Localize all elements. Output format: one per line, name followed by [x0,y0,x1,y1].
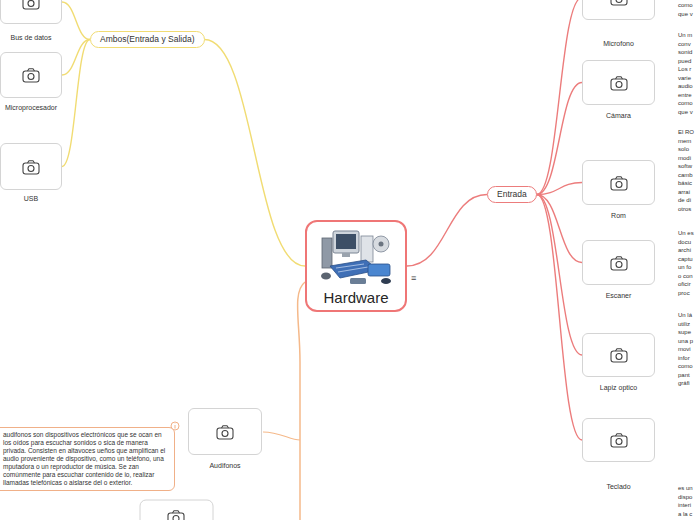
camera-icon [22,159,40,175]
image-frame [582,333,655,377]
card-label: Microprocesador [5,103,57,112]
card-label: Bus de datos [11,33,52,42]
note-text: audifonos son dispositivos electrónicos … [3,431,166,487]
card-label: Microfono [603,39,634,48]
camera-icon [610,255,628,271]
branch-connector [407,195,487,267]
card-description: El RO mem solo modi softw camb básic arr… [678,128,695,213]
topic-label: Entrada [497,189,527,200]
card-description: como que v [678,1,695,18]
camera-icon [610,432,628,448]
image-card: EscanerUn es docu archi captu un fo o co… [582,240,655,285]
image-card: Audifonos [188,408,262,455]
card-label: Audifonos [209,461,240,470]
card-label: Escaner [606,291,632,300]
camera-icon [610,75,628,91]
card-label: Rom [611,211,626,220]
branch-line [298,282,305,520]
card-label: Lapiz optico [600,383,637,392]
branch-connector [62,2,90,40]
image-card: RomEl RO mem solo modi softw camb básic … [582,160,655,205]
branch-connector [205,40,306,267]
card-description: es un dispo interi a la c [678,484,695,518]
hardware-illustration [321,228,393,284]
card-label: Cámara [606,111,631,120]
image-card: Bus de datos [0,0,62,24]
topic-label: Ambos(Entrada y Salida) [100,34,195,45]
image-card: Microfonocomo que v [582,0,655,20]
branch-connector [537,83,582,195]
camera-icon [22,67,40,83]
branch-connector [537,183,582,195]
camera-icon [168,511,184,520]
image-card: Lapiz opticoUn lá utiliz supe una p movi… [582,333,655,377]
branch-connector [62,40,90,167]
note-box: audifonos son dispositivos electrónicos … [0,427,175,491]
image-frame [0,143,62,190]
card-description: Un lá utiliz supe una p movi infor como … [678,311,695,388]
info-dot [175,423,176,428]
branch-topic: Ambos(Entrada y Salida) [90,31,205,48]
branch-connector [537,0,582,195]
branch-connector [537,195,582,356]
image-frame [582,418,655,462]
image-card: USB [0,143,62,190]
topic-title: Hardware [307,289,405,306]
menu-glyph: ≡ [411,273,416,283]
image-card [140,500,213,520]
card-label: Teclado [606,482,630,491]
card-description: Un es docu archi captu un fo o con ofici… [678,229,695,297]
camera-icon [610,347,628,363]
image-frame [582,60,655,105]
branch-topic: Entrada [487,186,537,203]
central-topic: Hardware [305,220,407,312]
camera-icon [610,175,628,191]
image-frame [188,408,262,455]
image-card: Microprocesador [0,52,62,98]
image-frame [582,0,655,20]
image-card: Tecladoes un dispo interi a la c [582,418,655,462]
image-frame [582,240,655,285]
card-description: Un m conv sonid pued Los r varie audio e… [678,31,695,116]
camera-icon [216,424,234,440]
image-frame [0,52,62,98]
camera-icon [22,0,40,10]
image-frame [582,160,655,205]
card-label: USB [24,194,38,203]
camera-icon [610,0,628,6]
branch-line [263,432,300,440]
image-card: CámaraUn m conv sonid pued Los r varie a… [582,60,655,105]
branch-connector [537,195,582,441]
image-frame [0,0,62,24]
